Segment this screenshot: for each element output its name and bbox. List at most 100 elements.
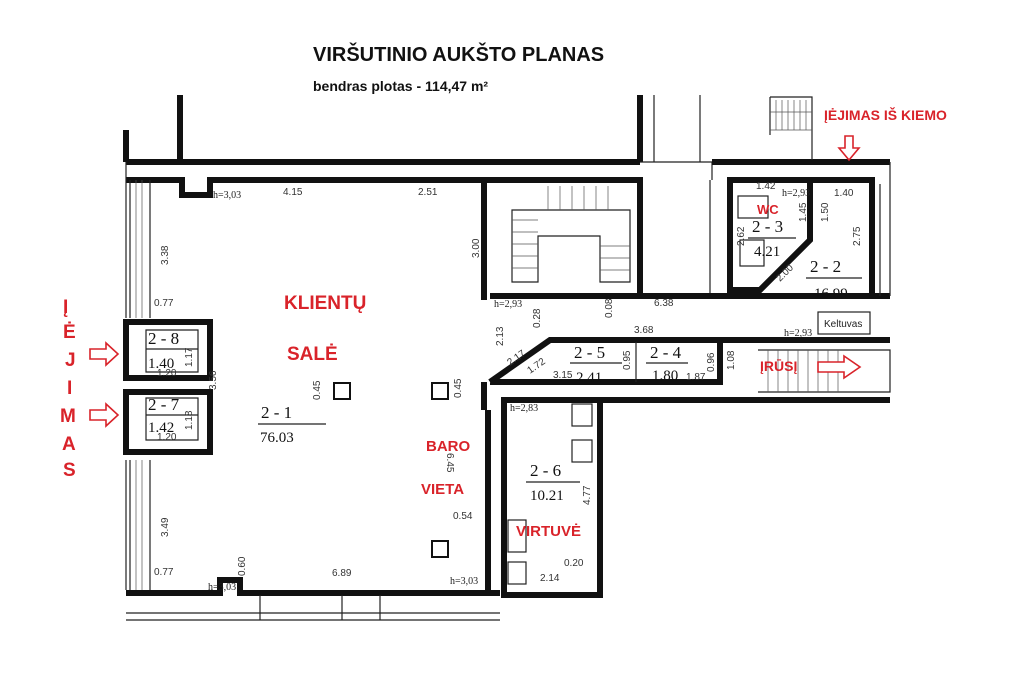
svg-text:76.03: 76.03 — [260, 430, 294, 446]
room-2-8: 2 - 8 1.40 — [146, 329, 198, 372]
dimension-label: 1.87 — [686, 372, 706, 383]
dimension-label: 0.95 — [622, 350, 633, 370]
dimension-label: 3.68 — [634, 325, 654, 336]
dimension-label: 2.00 — [774, 262, 796, 284]
entrance-letter: A — [62, 434, 76, 455]
column — [431, 540, 449, 558]
basement-arrow-icon — [817, 354, 862, 380]
room-2-2: 2 - 2 16.99 — [806, 257, 862, 302]
svg-text:2 - 4: 2 - 4 — [650, 343, 682, 362]
yard-entrance-label: ĮĖJIMAS IŠ KIEMO — [824, 106, 947, 123]
height-label: h=2,93 — [782, 188, 810, 199]
column — [333, 382, 351, 400]
dimension-label: 3.49 — [160, 517, 171, 537]
dimension-label: 0.28 — [532, 308, 543, 328]
dimension-label: 1.42 — [756, 181, 776, 192]
lift-box — [817, 311, 871, 335]
vestibules — [123, 319, 213, 455]
dimension-label: 1.72 — [525, 356, 548, 376]
dimension-label: 0.77 — [154, 567, 174, 578]
svg-text:2 - 2: 2 - 2 — [810, 257, 841, 276]
dimension-label: 2.75 — [852, 226, 863, 246]
dimension-label: 2.14 — [540, 573, 560, 584]
kitchen-label: VIRTUVĖ — [516, 523, 581, 540]
dimension-label: 3.15 — [553, 370, 573, 381]
dimension-label: 0.45 — [453, 378, 464, 398]
room-2-3: 2 - 3 4.21 — [748, 217, 796, 260]
svg-text:2 - 3: 2 - 3 — [752, 217, 783, 236]
wc-label: WC — [757, 202, 779, 217]
svg-text:10.21: 10.21 — [530, 488, 564, 504]
plan-title: VIRŠUTINIO AUKŠTO PLANAS — [313, 42, 604, 66]
yard-stairs — [769, 96, 813, 160]
entrance-letter: Ė — [63, 322, 76, 343]
svg-text:2 - 1: 2 - 1 — [261, 403, 292, 422]
lift-label: Keltuvas — [824, 319, 862, 330]
room-2-4: 2 - 4 1.80 — [646, 343, 688, 384]
dimension-label: 1.17 — [184, 347, 195, 367]
dimension-label: 3.56 — [208, 370, 219, 390]
hall-label: KLIENTŲ — [284, 293, 366, 314]
room-2-5: 2 - 5 2.41 — [570, 343, 622, 386]
dimension-label: 2.62 — [736, 226, 747, 246]
height-label: h=3,03 — [213, 190, 241, 201]
dimension-label: 3.38 — [160, 245, 171, 265]
svg-text:1.40: 1.40 — [148, 356, 174, 372]
bar-label: BARO — [426, 438, 470, 455]
basement-label: ĮRŪSĮ — [760, 358, 797, 374]
dimension-label: 1.20 — [157, 368, 177, 379]
entrance-letter: S — [63, 460, 76, 481]
exterior-walls — [123, 95, 891, 621]
entrance-letter: J — [65, 350, 76, 371]
entrance-arrow-icon — [89, 341, 120, 367]
entrance-letter: I — [67, 378, 72, 399]
svg-text:1.42: 1.42 — [148, 420, 174, 436]
room-2-1: 2 - 1 76.03 — [258, 403, 326, 446]
svg-text:2 - 5: 2 - 5 — [574, 343, 605, 362]
dimension-label: 3.00 — [471, 238, 482, 258]
dimension-label: 0.45 — [312, 380, 323, 400]
dimension-label: 2.51 — [418, 187, 438, 198]
dimension-label: 4.15 — [283, 187, 303, 198]
height-label: h=2,93 — [494, 299, 522, 310]
plan-subtitle: bendras plotas - 114,47 m² — [313, 78, 488, 94]
dimension-label: 1.08 — [726, 350, 737, 370]
dimension-label: 6.45 — [444, 453, 455, 473]
height-label: h=3,03 — [208, 582, 236, 593]
column — [431, 382, 449, 400]
dimension-label: 0.08 — [604, 298, 615, 318]
entrance-letter: M — [60, 406, 76, 427]
svg-text:1.80: 1.80 — [652, 368, 678, 384]
svg-text:16.99: 16.99 — [814, 286, 848, 302]
entrance-left-label: Į Ė J I M A S — [60, 297, 76, 481]
dimension-label: 0.96 — [706, 352, 717, 372]
dimension-label: 0.60 — [237, 556, 248, 576]
height-label: h=3,03 — [450, 576, 478, 587]
svg-text:2.41: 2.41 — [576, 370, 602, 386]
dimension-label: 6.38 — [654, 298, 674, 309]
svg-text:2 - 8: 2 - 8 — [148, 329, 179, 348]
height-label: h=2,93 — [784, 328, 812, 339]
dimension-label: 4.77 — [582, 485, 593, 505]
svg-text:2 - 7: 2 - 7 — [148, 395, 180, 414]
height-label: h=2,83 — [510, 403, 538, 414]
hall-label: SALĖ — [287, 344, 338, 365]
entrance-arrow-icon — [89, 402, 120, 428]
dimension-label: 1.45 — [798, 202, 809, 222]
internal-stair — [511, 186, 631, 283]
kitchen-fixtures — [507, 403, 593, 585]
dimension-label: 0.77 — [154, 298, 174, 309]
down-arrow-icon — [837, 135, 861, 162]
room-2-7: 2 - 7 1.42 — [146, 395, 198, 436]
dimension-label: 1.18 — [184, 410, 195, 430]
dimension-label: 0.20 — [564, 558, 584, 569]
dimension-label: 6.89 — [332, 568, 352, 579]
room-2-6: 2 - 6 10.21 — [526, 461, 580, 504]
bar-label: VIETA — [421, 481, 464, 498]
svg-text:4.21: 4.21 — [754, 244, 780, 260]
dimension-label: 1.50 — [820, 202, 831, 222]
dimension-label: 0.54 — [453, 511, 473, 522]
dimension-label: 1.40 — [834, 188, 854, 199]
dimension-label: 1.20 — [157, 432, 177, 443]
svg-text:2 - 6: 2 - 6 — [530, 461, 561, 480]
